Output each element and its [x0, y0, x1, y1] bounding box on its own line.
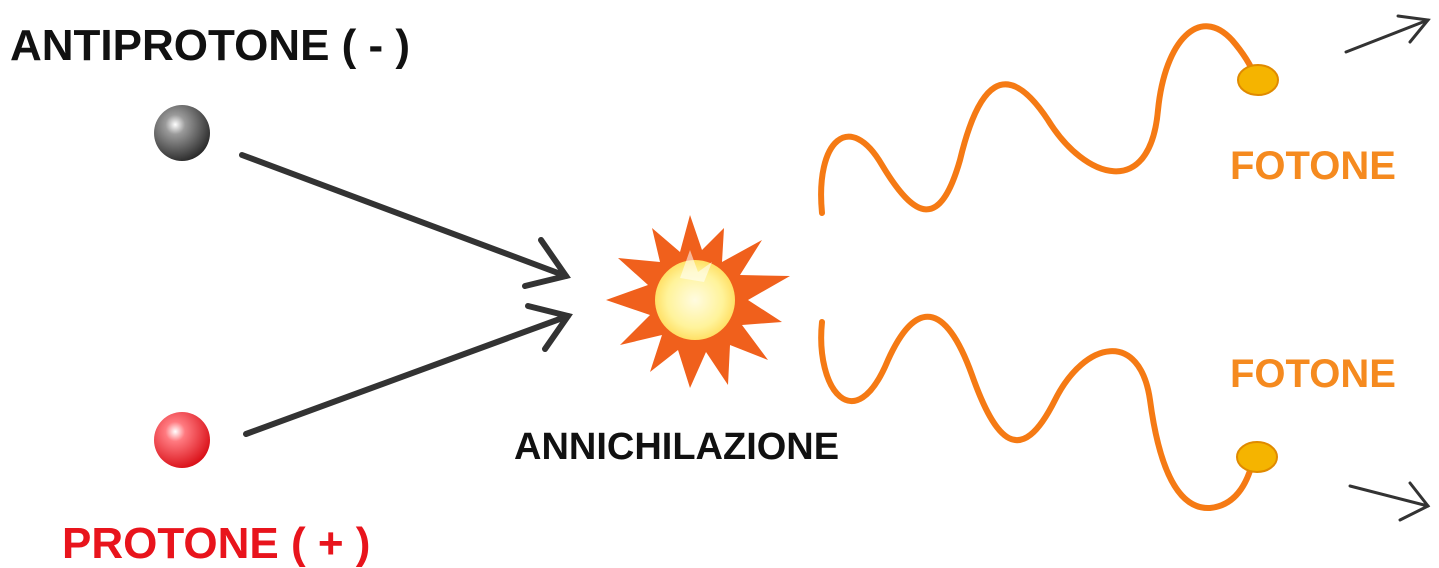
photon-arrow-top [1346, 16, 1428, 52]
antiproton-arrow [242, 155, 566, 286]
explosion-icon [606, 215, 790, 388]
photon-label-bottom: FOTONE [1230, 354, 1396, 394]
photon-dot-top [1238, 65, 1278, 95]
annihilation-label: ANNICHILAZIONE [514, 428, 839, 466]
antiproton-label: ANTIPROTONE ( - ) [10, 24, 410, 68]
proton-arrow [246, 306, 568, 434]
photon-label-top: FOTONE [1230, 146, 1396, 186]
proton-label: PROTONE ( + ) [62, 522, 370, 566]
proton-ball [154, 412, 210, 468]
photon-dot-bottom [1237, 442, 1277, 472]
photon-wave-bottom [821, 317, 1254, 508]
photon-arrow-bottom [1350, 483, 1428, 520]
antiproton-ball [154, 105, 210, 161]
photon-wave-top [821, 26, 1256, 213]
